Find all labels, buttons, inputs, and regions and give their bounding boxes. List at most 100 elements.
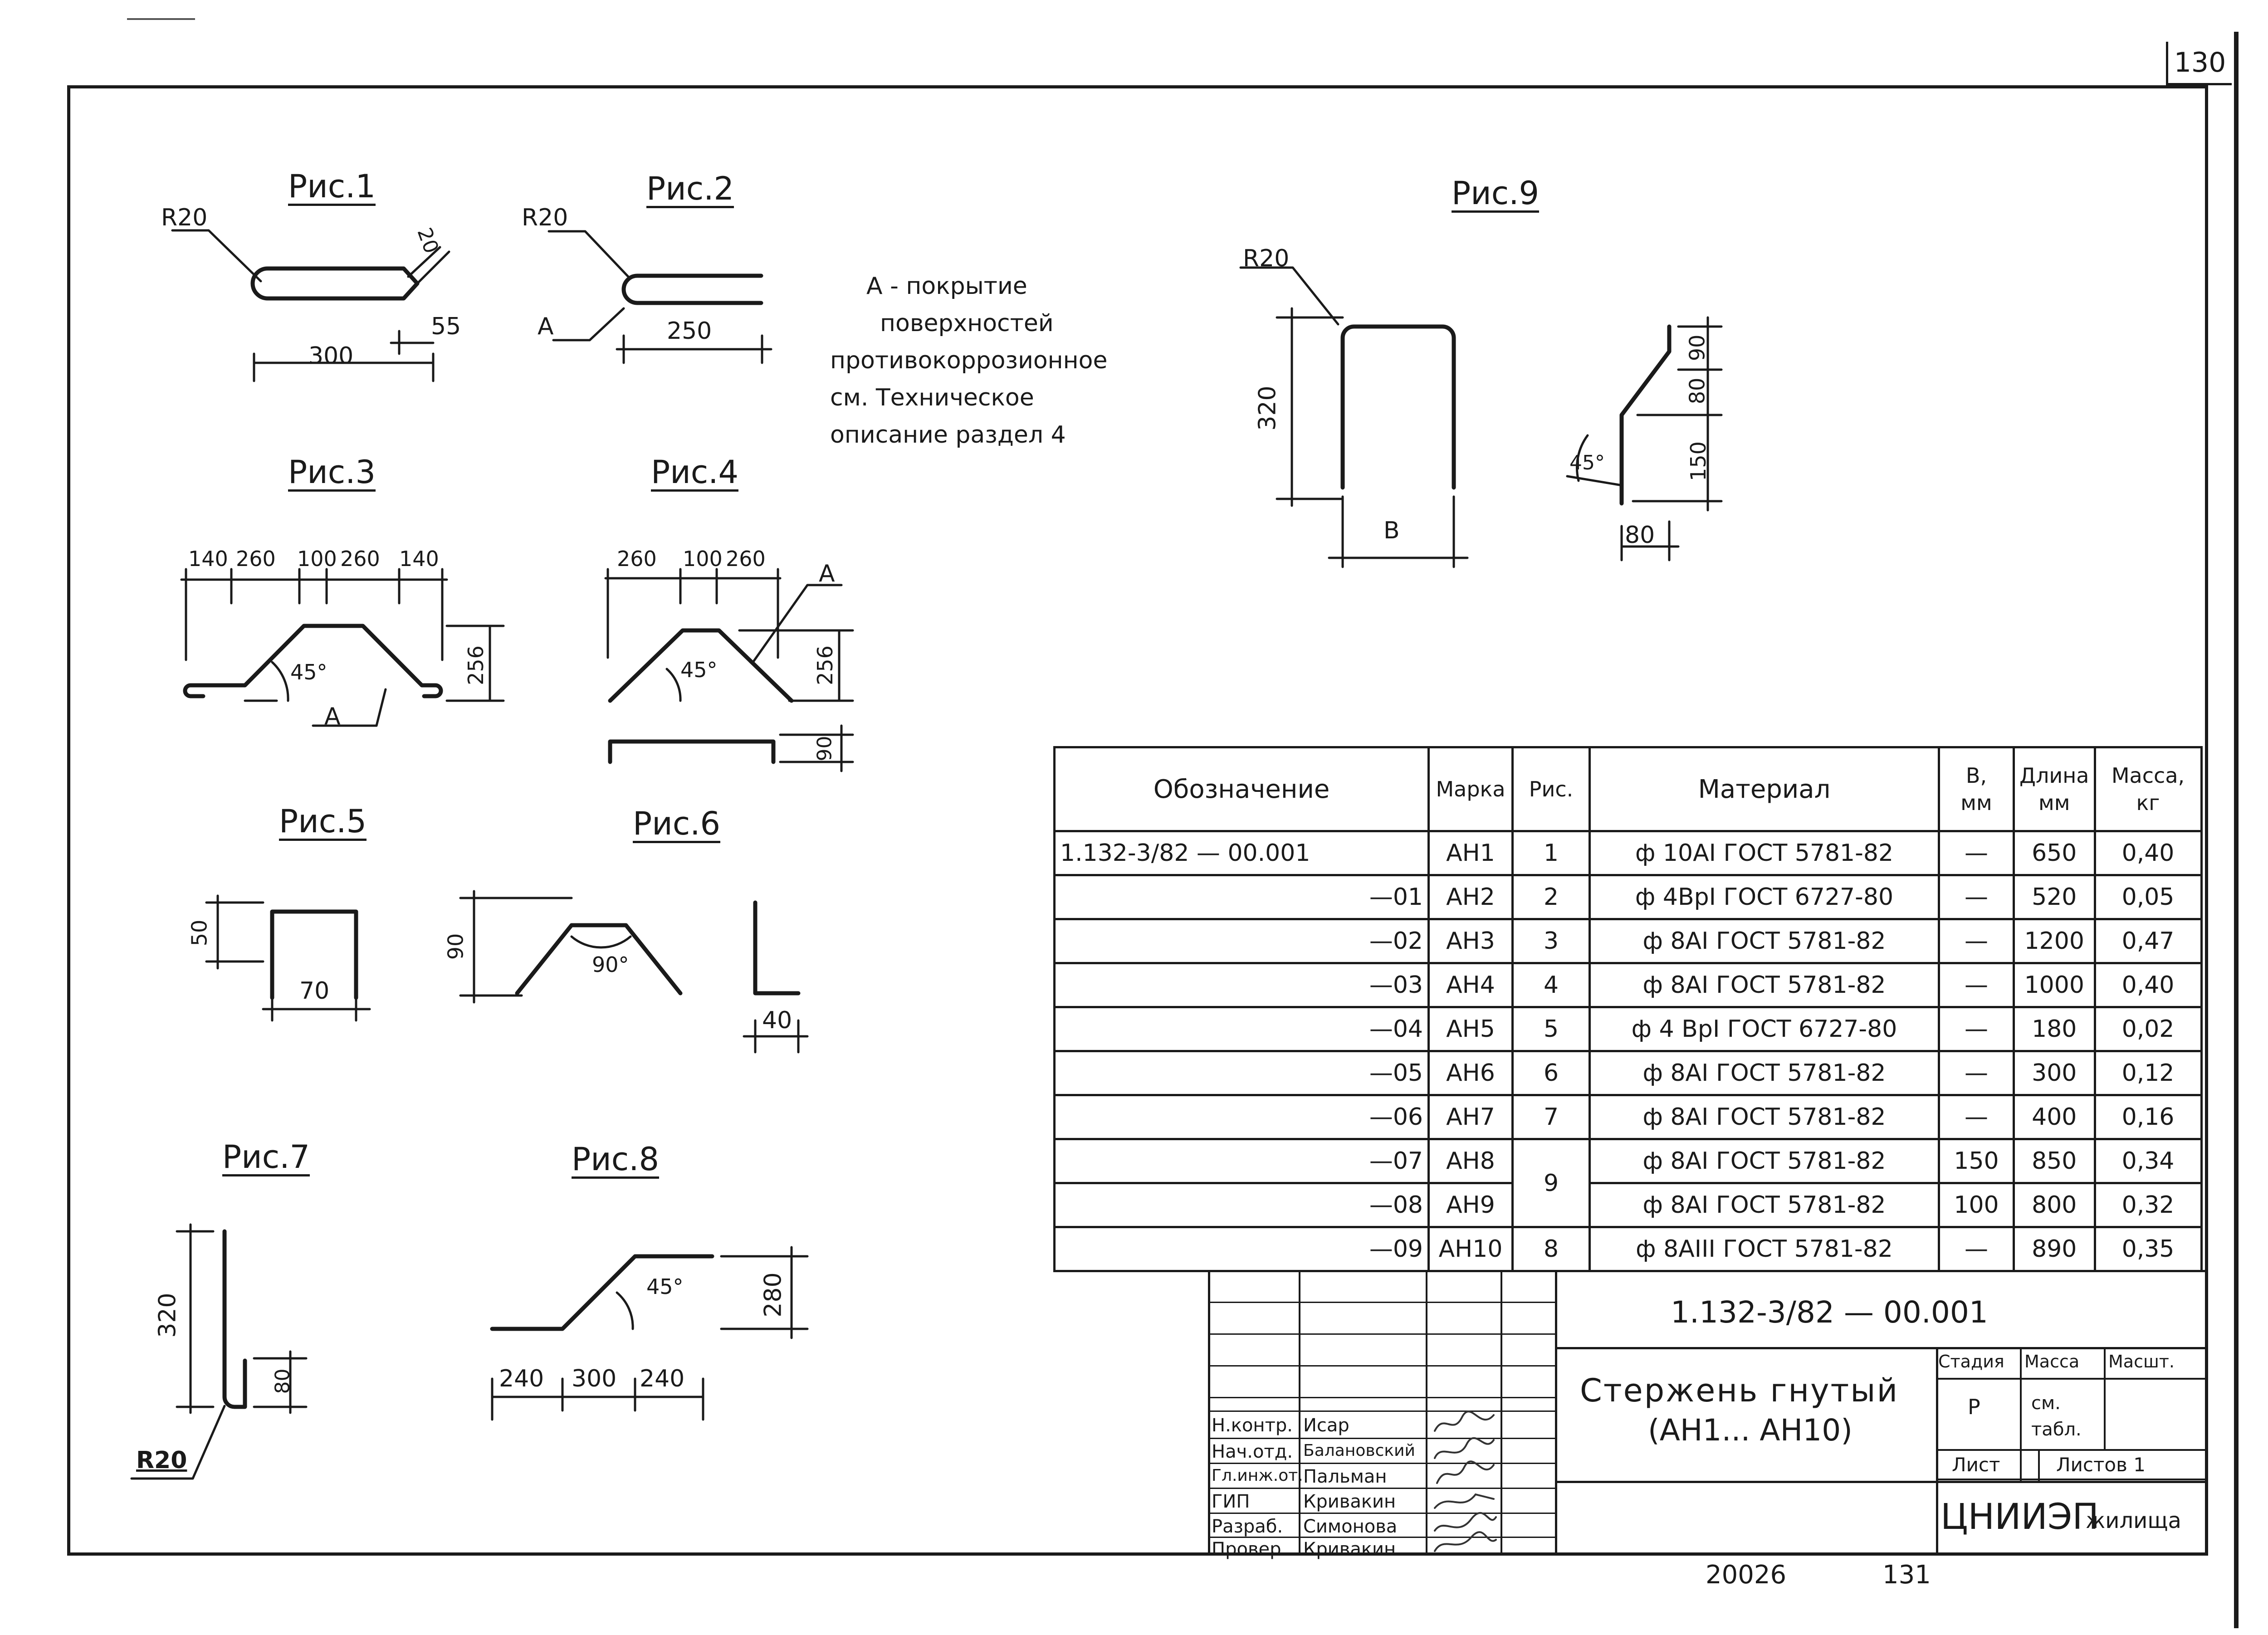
cell-mark: АН8 xyxy=(1427,1138,1514,1184)
cell-mass: 0,34 xyxy=(2093,1138,2203,1184)
fig3-title: Рис.3 xyxy=(288,454,376,491)
cell-length: 1200 xyxy=(2013,918,2096,964)
fig4-sketch xyxy=(604,568,854,772)
tb-sheets-label: Листов 1 xyxy=(2056,1454,2146,1476)
note-line-5: описание раздел 4 xyxy=(830,421,1066,449)
cell-length: 800 xyxy=(2013,1182,2096,1228)
coating-note: А - покрытие поверхностей противокоррози… xyxy=(830,268,1107,454)
fig8-dim-300: 300 xyxy=(572,1365,617,1392)
note-line-4: см. Техническое xyxy=(830,384,1034,411)
cell-length: 520 xyxy=(2013,874,2096,920)
tb-org-sub: жилища xyxy=(2086,1508,2181,1533)
cell-mass: 0,05 xyxy=(2093,874,2203,920)
table-row: —08 АН9 ф 8АI ГОСТ 5781-82 100 800 0,32 xyxy=(1053,1182,2203,1228)
tb-scale-label: Масшт. xyxy=(2108,1352,2175,1371)
cell-mark: АН10 xyxy=(1427,1226,1514,1272)
cell-designation: —08 xyxy=(1053,1182,1430,1228)
note-line-1: А - покрытие xyxy=(866,273,1027,300)
archive-number: 20026 xyxy=(1706,1560,1787,1590)
tb-mass-value: см. табл. xyxy=(2031,1393,2082,1440)
fig9-dim-90: 90 xyxy=(1685,334,1710,361)
cell-designation: —02 xyxy=(1053,918,1430,964)
cell-fig: 9 xyxy=(1511,1138,1591,1228)
note-line-2: поверхностей xyxy=(880,310,1054,337)
cell-mark: АН9 xyxy=(1427,1182,1514,1228)
cell-fig: 6 xyxy=(1511,1050,1591,1096)
fig2-title: Рис.2 xyxy=(646,170,734,207)
cell-mass: 0,35 xyxy=(2093,1226,2203,1272)
fig3-dim-260a: 260 xyxy=(236,547,276,571)
top-scribble xyxy=(127,18,195,20)
fig9-title: Рис.9 xyxy=(1452,175,1539,212)
tb-name-6: Кривакин xyxy=(1303,1539,1396,1560)
cell-material: ф 8АIII ГОСТ 5781-82 xyxy=(1589,1226,1940,1272)
fig3-angle: 45° xyxy=(290,660,327,684)
fig1-dim-55: 55 xyxy=(431,313,461,340)
table-row: —02 АН3 3 ф 8АI ГОСТ 5781-82 — 1200 0,47 xyxy=(1053,918,2203,964)
fig6-title: Рис.6 xyxy=(633,805,720,842)
fig3-a-label: А xyxy=(324,703,341,730)
tb-name-line2: (АН1... АН10) xyxy=(1648,1413,1853,1448)
fig6-dim-90: 90 xyxy=(443,933,468,960)
fig1-dim-300: 300 xyxy=(308,342,354,370)
cell-mark: АН5 xyxy=(1427,1006,1514,1052)
drawing-frame xyxy=(67,85,2208,1556)
fig9-dim-150: 150 xyxy=(1686,441,1711,481)
tb-name-4: Кривакин xyxy=(1303,1491,1396,1512)
tb-name-2: Балановский xyxy=(1303,1441,1415,1460)
cell-b: — xyxy=(1938,1050,2015,1096)
table-row: 1.132-3/82 — 00.001 АН1 1 ф 10АI ГОСТ 57… xyxy=(1053,830,2203,876)
fig3-sketch xyxy=(180,568,505,727)
tb-role-1: Н.контр. xyxy=(1212,1415,1293,1436)
fig5-title: Рис.5 xyxy=(279,803,367,840)
spec-header-row: Обозначение Марка Рис. Материал В,мм Дли… xyxy=(1053,746,2203,832)
hdr-mass: Масса,кг xyxy=(2093,746,2203,832)
table-row: —06 АН7 7 ф 8АI ГОСТ 5781-82 — 400 0,16 xyxy=(1053,1094,2203,1140)
cell-fig: 7 xyxy=(1511,1094,1591,1140)
cell-fig: 3 xyxy=(1511,918,1591,964)
fig8-sketch xyxy=(490,1246,809,1421)
cell-material: ф 8АI ГОСТ 5781-82 xyxy=(1589,962,1940,1008)
fig1-radius: R20 xyxy=(161,204,208,231)
cell-material: ф 8АI ГОСТ 5781-82 xyxy=(1589,1182,1940,1228)
table-row: —09 АН10 8 ф 8АIII ГОСТ 5781-82 — 890 0,… xyxy=(1053,1226,2203,1272)
cell-mass: 0,12 xyxy=(2093,1050,2203,1096)
fig4-title: Рис.4 xyxy=(651,454,738,491)
page-number: 130 xyxy=(2166,42,2232,85)
cell-material: ф 8АI ГОСТ 5781-82 xyxy=(1589,1138,1940,1184)
table-row: —01 АН2 2 ф 4ВрI ГОСТ 6727-80 — 520 0,05 xyxy=(1053,874,2203,920)
cell-mark: АН4 xyxy=(1427,962,1514,1008)
fig2-dim-250: 250 xyxy=(667,317,712,345)
tb-role-5: Разраб. xyxy=(1212,1516,1283,1537)
fig8-title: Рис.8 xyxy=(572,1141,659,1178)
cell-designation: —05 xyxy=(1053,1050,1430,1096)
tb-role-4: ГИП xyxy=(1212,1491,1250,1512)
cell-designation: —06 xyxy=(1053,1094,1430,1140)
signatures xyxy=(1434,1410,1497,1552)
cell-b: — xyxy=(1938,1226,2015,1272)
fig3-dim-140a: 140 xyxy=(188,547,228,571)
right-border xyxy=(2234,32,2239,1628)
cell-mark: АН6 xyxy=(1427,1050,1514,1096)
cell-b: — xyxy=(1938,962,2015,1008)
cell-designation: —01 xyxy=(1053,874,1430,920)
fig8-dim-240b: 240 xyxy=(640,1365,685,1392)
fig6-angle: 90° xyxy=(592,952,629,977)
tb-role-2: Нач.отд. xyxy=(1212,1441,1293,1462)
cell-mass: 0,16 xyxy=(2093,1094,2203,1140)
tb-doc-code: 1.132-3/82 — 00.001 xyxy=(1671,1295,1988,1330)
fig1-title: Рис.1 xyxy=(288,168,376,205)
cell-designation: —09 xyxy=(1053,1226,1430,1272)
cell-mass: 0,40 xyxy=(2093,830,2203,876)
fig4-dim-100: 100 xyxy=(683,547,723,571)
fig7-title: Рис.7 xyxy=(222,1138,310,1176)
tb-stage-label: Стадия xyxy=(1938,1352,2004,1371)
fig7-radius: R20 xyxy=(136,1447,187,1474)
cell-b: — xyxy=(1938,874,2015,920)
note-line-3: противокоррозионное xyxy=(830,347,1108,374)
fig8-dim-240a: 240 xyxy=(499,1365,544,1392)
title-block: 1.132-3/82 — 00.001 Стержень гнутый (АН1… xyxy=(1208,1270,2208,1560)
fig7-dim-80: 80 xyxy=(271,1368,294,1394)
fig5-sketch xyxy=(205,894,371,1022)
